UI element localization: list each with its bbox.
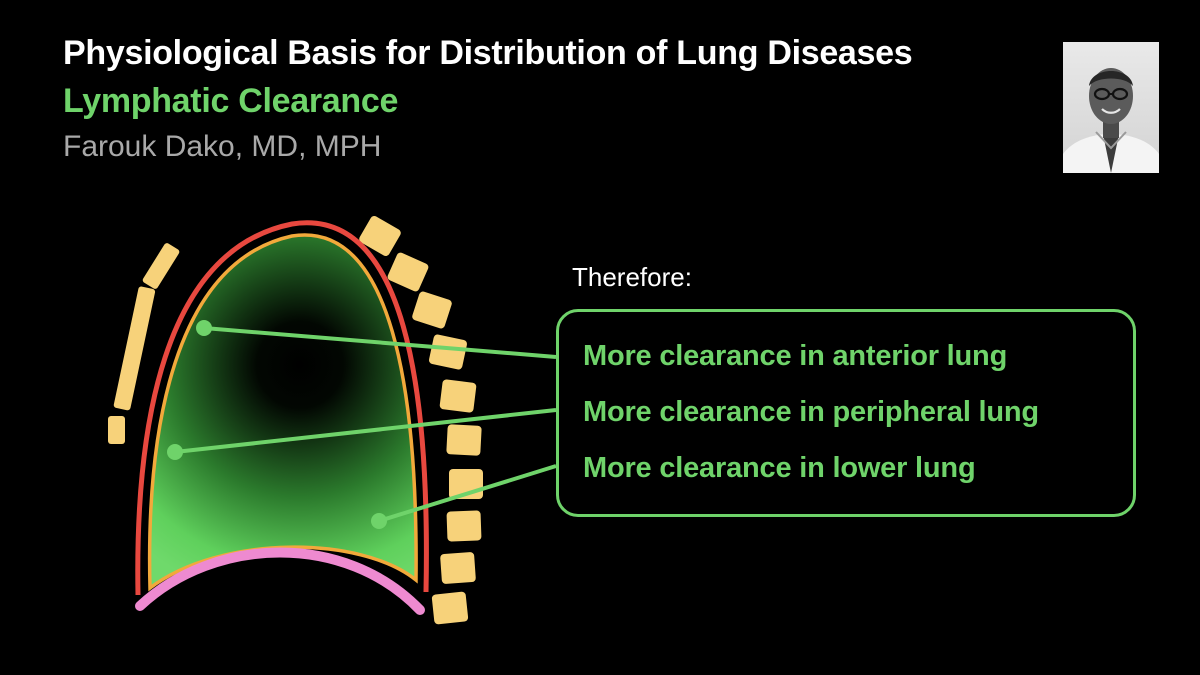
summary-item-peripheral: More clearance in peripheral lung [583, 396, 1039, 428]
posterior-rib [440, 552, 476, 584]
author-name: Farouk Dako, MD, MPH [63, 130, 382, 163]
therefore-label: Therefore: [572, 262, 692, 292]
posterior-rib [431, 591, 469, 625]
summary-box [556, 309, 1136, 517]
anterior-rib [108, 416, 125, 444]
slide-title: Physiological Basis for Distribution of … [63, 34, 913, 72]
diaphragm [135, 547, 425, 615]
posterior-rib [412, 291, 452, 329]
lung [147, 233, 418, 592]
summary-item-lower: More clearance in lower lung [583, 452, 976, 484]
connector-dots [167, 320, 387, 529]
summary-item-anterior: More clearance in anterior lung [583, 340, 1008, 372]
connector-anterior [203, 326, 557, 359]
posterior-ribs [359, 215, 483, 625]
portrait-image [1063, 68, 1159, 173]
connector-lower [378, 464, 557, 523]
posterior-rib [446, 424, 482, 456]
peripheral-dot [167, 444, 183, 460]
posterior-rib [359, 215, 401, 257]
posterior-rib [387, 252, 429, 292]
posterior-rib [439, 379, 477, 413]
author-photo [1063, 42, 1159, 173]
anterior-chest-wall [108, 243, 180, 444]
parietal-pleura [135, 220, 429, 596]
posterior-rib [428, 334, 468, 370]
anterior-rib [113, 286, 156, 411]
anterior-dot [196, 320, 212, 336]
slide-subtitle: Lymphatic Clearance [63, 82, 399, 120]
anterior-rib [142, 243, 180, 289]
lower-dot [371, 513, 387, 529]
connector-lines [174, 326, 557, 523]
posterior-rib [446, 510, 482, 542]
connector-peripheral [174, 408, 557, 454]
